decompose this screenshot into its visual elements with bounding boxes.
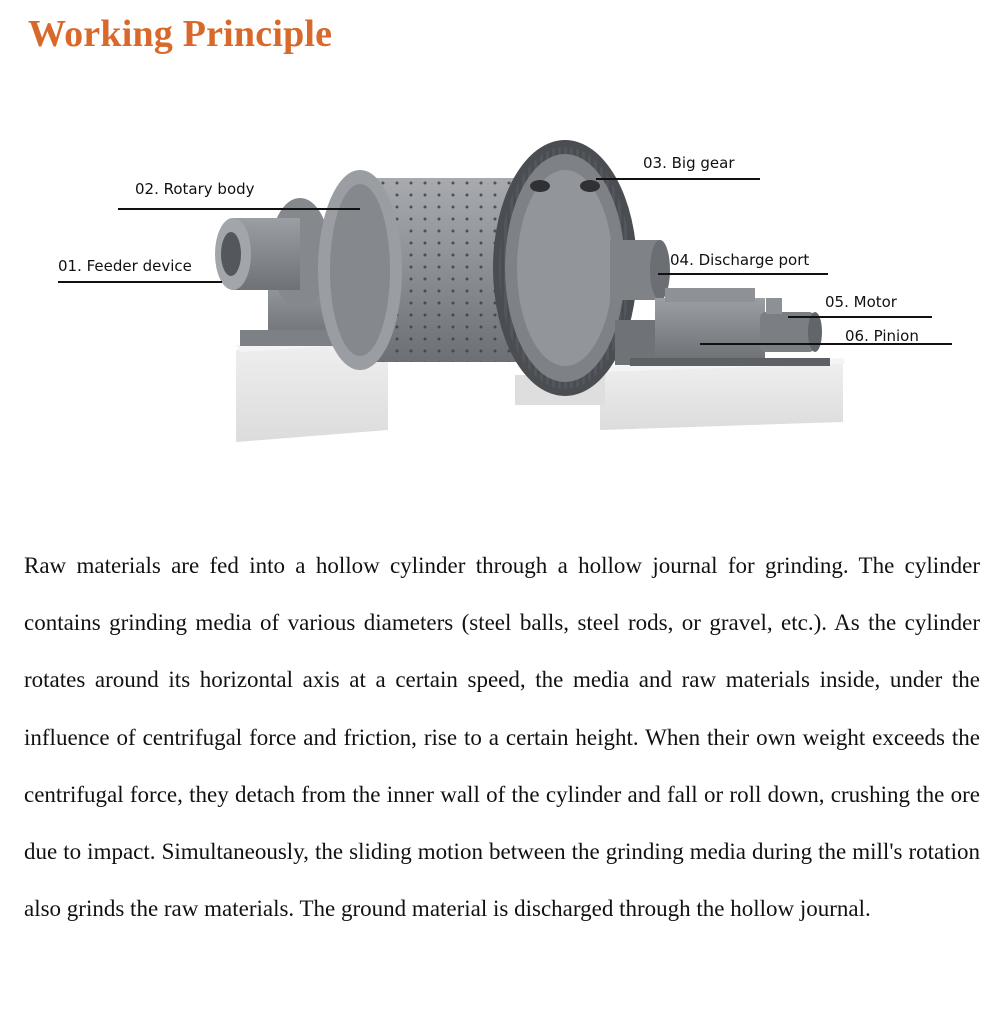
- discharge-port: [610, 240, 670, 300]
- label-rotary-body: 02. Rotary body: [135, 180, 255, 198]
- callout-lines: [58, 178, 952, 345]
- ball-mill-illustration: [58, 140, 952, 442]
- feeder-device: [215, 198, 330, 308]
- ball-mill-diagram: 01. Feeder device 02. Rotary body 03. Bi…: [0, 130, 1000, 460]
- label-pinion: 06. Pinion: [845, 327, 919, 345]
- label-big-gear: 03. Big gear: [643, 154, 735, 172]
- big-gear: [493, 140, 637, 396]
- drive-unit: [615, 288, 830, 366]
- page-title: Working Principle: [28, 13, 333, 55]
- label-motor: 05. Motor: [825, 293, 897, 311]
- working-principle-description: Raw materials are fed into a hollow cyli…: [24, 553, 980, 922]
- label-feeder-device: 01. Feeder device: [58, 257, 192, 275]
- label-discharge-port: 04. Discharge port: [670, 251, 810, 269]
